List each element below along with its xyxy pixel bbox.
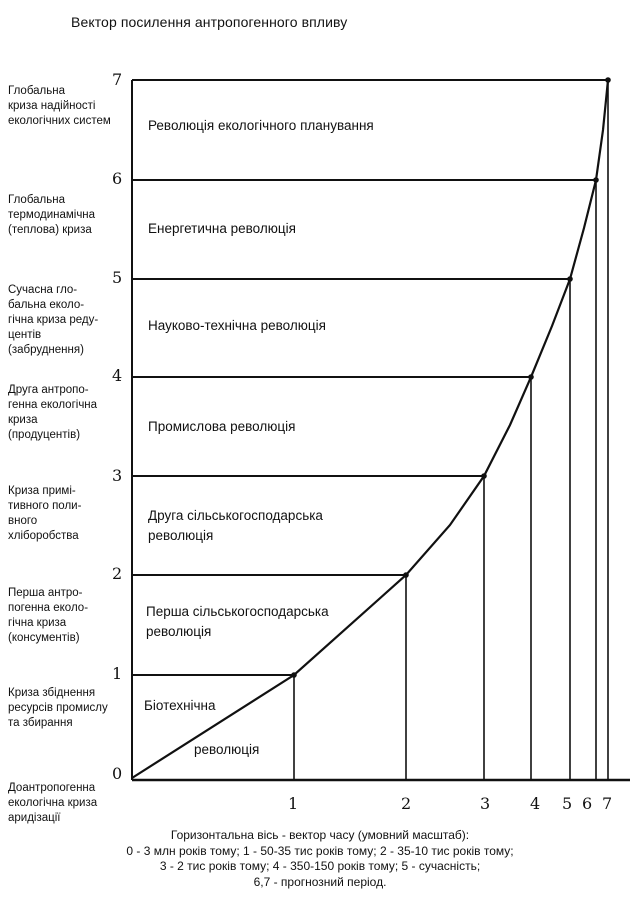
crisis-label-5: Сучасна гло- бальна еколо- гічна криза р… [8,284,99,356]
caption-line-2: 0 - 3 млн років тому; 1 - 50-35 тис рокі… [126,843,514,858]
x-tick-5: 5 [562,794,573,813]
crisis-label-3: Криза примі- тивного поли- вного хліборо… [8,485,82,542]
crisis-label-4: Друга антропо- генна екологічна криза (п… [8,384,98,441]
crisis-label-2: Перша антро- погенна еколо- гічна криза … [8,587,89,644]
x-tick-4: 4 [530,794,541,813]
caption-line-3: 3 - 2 тис років тому; 4 - 350-150 років … [159,859,481,873]
y-tick-7: 7 [112,70,123,89]
revolution-label-industrial: Промислова революція [148,419,296,434]
caption-line-4: 6,7 - прогнозний період. [253,874,387,889]
revolution-label-scientific-technical: Науково-технічна революція [148,318,326,333]
crisis-label-1: Криза збіднення ресурсів промислу та зби… [8,687,108,729]
curve-point-3 [481,473,487,479]
crisis-label-0: Доантропогенна екологічна криза аридізац… [8,782,98,824]
curve-point-6 [593,177,599,183]
x-tick-7: 7 [602,794,613,813]
axis-caption: Горизонтальна вісь - вектор часу (умовни… [100,828,540,890]
y-tick-2: 2 [112,564,123,583]
x-tick-2: 2 [401,794,412,813]
diagram-title: Вектор посилення антропогенного впливу [71,14,348,30]
x-tick-3: 3 [480,794,491,813]
revolution-label-ecological-planning: Революція екологічного планування [148,118,374,133]
curve-point-4 [528,374,534,380]
revolution-label-energy: Енергетична революція [148,221,296,236]
y-tick-4: 4 [112,366,123,385]
curve-point-7 [605,77,611,83]
curve-point-2 [403,572,409,578]
y-tick-0: 0 [112,764,123,783]
crisis-label-7: Глобальна криза надійності екологічних с… [8,85,111,127]
y-tick-3: 3 [112,466,123,485]
curve-point-1 [291,672,297,678]
y-tick-1: 1 [112,664,123,683]
revolution-label-second-agricultural: Друга сільськогосподарська революція [148,508,323,543]
revolution-label-biotech-word: революція [194,742,260,757]
x-tick-1: 1 [288,794,299,813]
y-tick-5: 5 [112,268,123,287]
caption-line-1: Горизонтальна вісь - вектор часу (умовни… [170,828,470,842]
curve-point-5 [567,276,573,282]
revolution-label-biotech: Біотехнічна [144,698,216,713]
y-tick-6: 6 [112,169,123,188]
revolution-label-first-agricultural: Перша сільськогосподарська революція [146,604,329,639]
crisis-label-6: Глобальна термодинамічна (теплова) криза [8,194,96,236]
x-tick-6: 6 [582,794,593,813]
